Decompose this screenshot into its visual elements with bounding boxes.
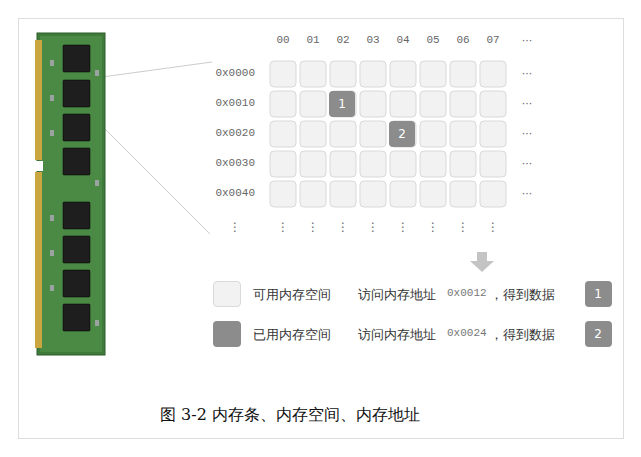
memory-cell xyxy=(420,91,446,117)
down-arrow xyxy=(470,252,494,272)
memory-cell xyxy=(360,181,386,207)
ellipsis: ··· xyxy=(522,127,533,140)
memory-cell xyxy=(270,61,296,87)
ellipsis: ⋮ xyxy=(337,220,349,234)
ellipsis: ··· xyxy=(522,34,533,47)
memory-cell xyxy=(300,151,326,177)
data-value: 2 xyxy=(594,327,602,341)
memory-cell xyxy=(480,121,506,147)
used-memory-cell: 1 xyxy=(329,91,355,117)
address-header: 0x0010 xyxy=(215,97,255,110)
data-value: 1 xyxy=(594,287,602,301)
address-header: 0x0040 xyxy=(215,187,255,200)
memory-cell xyxy=(390,91,416,117)
memory-cell xyxy=(300,181,326,207)
address-header: 0x0020 xyxy=(215,127,255,140)
ellipsis: ··· xyxy=(522,67,533,80)
memory-cell xyxy=(390,121,416,147)
memory-cell xyxy=(450,91,476,117)
memory-cell xyxy=(420,151,446,177)
legend-note: ，得到数据 xyxy=(490,287,555,302)
memory-cell xyxy=(330,91,356,117)
ellipsis: ⋮ xyxy=(487,220,499,234)
memory-cell xyxy=(450,181,476,207)
memory-cell xyxy=(390,181,416,207)
address-header: 03 xyxy=(366,34,379,47)
data-value: 2 xyxy=(398,127,406,141)
figure-caption: 图 3-2 内存条、内存空间、内存地址 xyxy=(160,405,420,424)
memory-cell xyxy=(420,61,446,87)
memory-cell xyxy=(360,151,386,177)
memory-stick xyxy=(34,33,105,355)
memory-cell xyxy=(270,121,296,147)
address-header: 01 xyxy=(306,34,319,47)
memory-cell xyxy=(390,61,416,87)
ellipsis: ⋮ xyxy=(229,220,241,234)
ellipsis: ⋮ xyxy=(427,220,439,234)
memory-cell xyxy=(360,121,386,147)
memory-grid xyxy=(270,61,506,207)
used-memory-cell: 2 xyxy=(389,121,415,147)
memory-cell xyxy=(480,91,506,117)
memory-cell xyxy=(480,151,506,177)
legend-note: ，得到数据 xyxy=(490,327,555,342)
memory-cell xyxy=(420,181,446,207)
memory-cell xyxy=(270,181,296,207)
ellipsis: ··· xyxy=(522,187,533,200)
memory-cell xyxy=(330,181,356,207)
address-header: 02 xyxy=(336,34,349,47)
ellipsis: ⋮ xyxy=(277,220,289,234)
memory-cell xyxy=(300,61,326,87)
ellipsis: ⋮ xyxy=(457,220,469,234)
address-header: 04 xyxy=(396,34,409,47)
data-value: 1 xyxy=(338,97,346,111)
legend-note: 访问内存地址 xyxy=(358,327,436,342)
memory-cell xyxy=(300,91,326,117)
address-header: 06 xyxy=(456,34,469,47)
legend-note: 访问内存地址 xyxy=(358,287,436,302)
address-header: 0x0030 xyxy=(215,157,255,170)
address-header: 05 xyxy=(426,34,439,47)
frame xyxy=(19,19,624,439)
memory-cell xyxy=(330,121,356,147)
memory-cell xyxy=(330,151,356,177)
address-header: 07 xyxy=(486,34,499,47)
memory-address: 0x0012 xyxy=(447,287,487,300)
memory-cell xyxy=(480,61,506,87)
legend-swatch xyxy=(213,321,241,347)
ellipsis: ⋮ xyxy=(397,220,409,234)
memory-cell xyxy=(270,151,296,177)
ellipsis: ⋮ xyxy=(307,220,319,234)
memory-cell xyxy=(420,121,446,147)
memory-cell xyxy=(300,121,326,147)
memory-cell xyxy=(450,121,476,147)
memory-cell xyxy=(270,91,296,117)
ellipsis: ··· xyxy=(522,97,533,110)
data-value-box: 1 xyxy=(585,281,612,307)
address-header: 0x0000 xyxy=(215,67,255,80)
address-header: 00 xyxy=(276,34,289,47)
ellipsis: ··· xyxy=(522,157,533,170)
memory-address: 0x0024 xyxy=(447,327,487,340)
legend-text: 可用内存空间 xyxy=(253,287,331,302)
memory-cell xyxy=(390,151,416,177)
memory-cell xyxy=(450,151,476,177)
memory-cell xyxy=(480,181,506,207)
memory-cell xyxy=(330,61,356,87)
ellipsis: ⋮ xyxy=(367,220,379,234)
memory-cell xyxy=(360,91,386,117)
memory-cell xyxy=(450,61,476,87)
legend-swatch xyxy=(213,281,241,307)
memory-cell xyxy=(360,61,386,87)
legend-text: 已用内存空间 xyxy=(253,327,331,342)
data-value-box: 2 xyxy=(585,321,612,347)
